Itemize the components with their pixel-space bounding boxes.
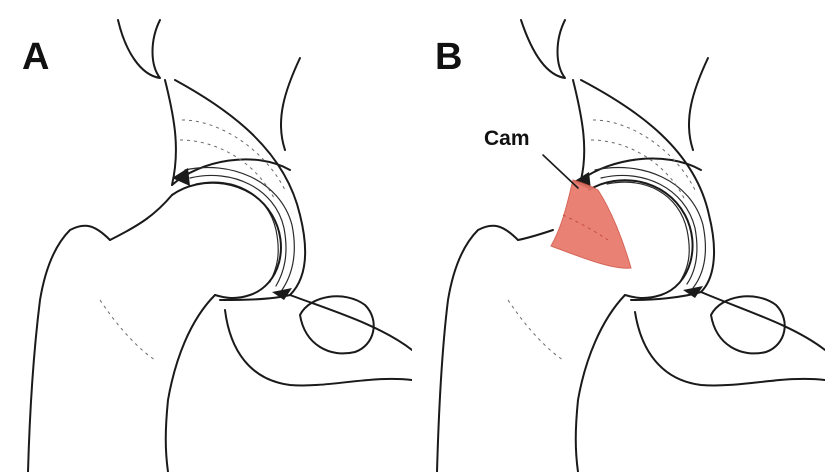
cam-annotation-label: Cam (484, 128, 530, 149)
pelvis-bone (118, 20, 412, 385)
panel-label-a: A (22, 38, 49, 76)
cam-pointer-line (543, 155, 578, 188)
panel-b-cam-lesion: B (413, 0, 825, 472)
cam-lesion (551, 180, 631, 268)
femoral-head-neck (28, 183, 281, 472)
hip-joint-illustration-a (0, 0, 412, 472)
panel-a-normal-hip: A (0, 0, 412, 472)
hip-joint-illustration-b (413, 0, 825, 472)
panel-label-b: B (435, 38, 462, 76)
